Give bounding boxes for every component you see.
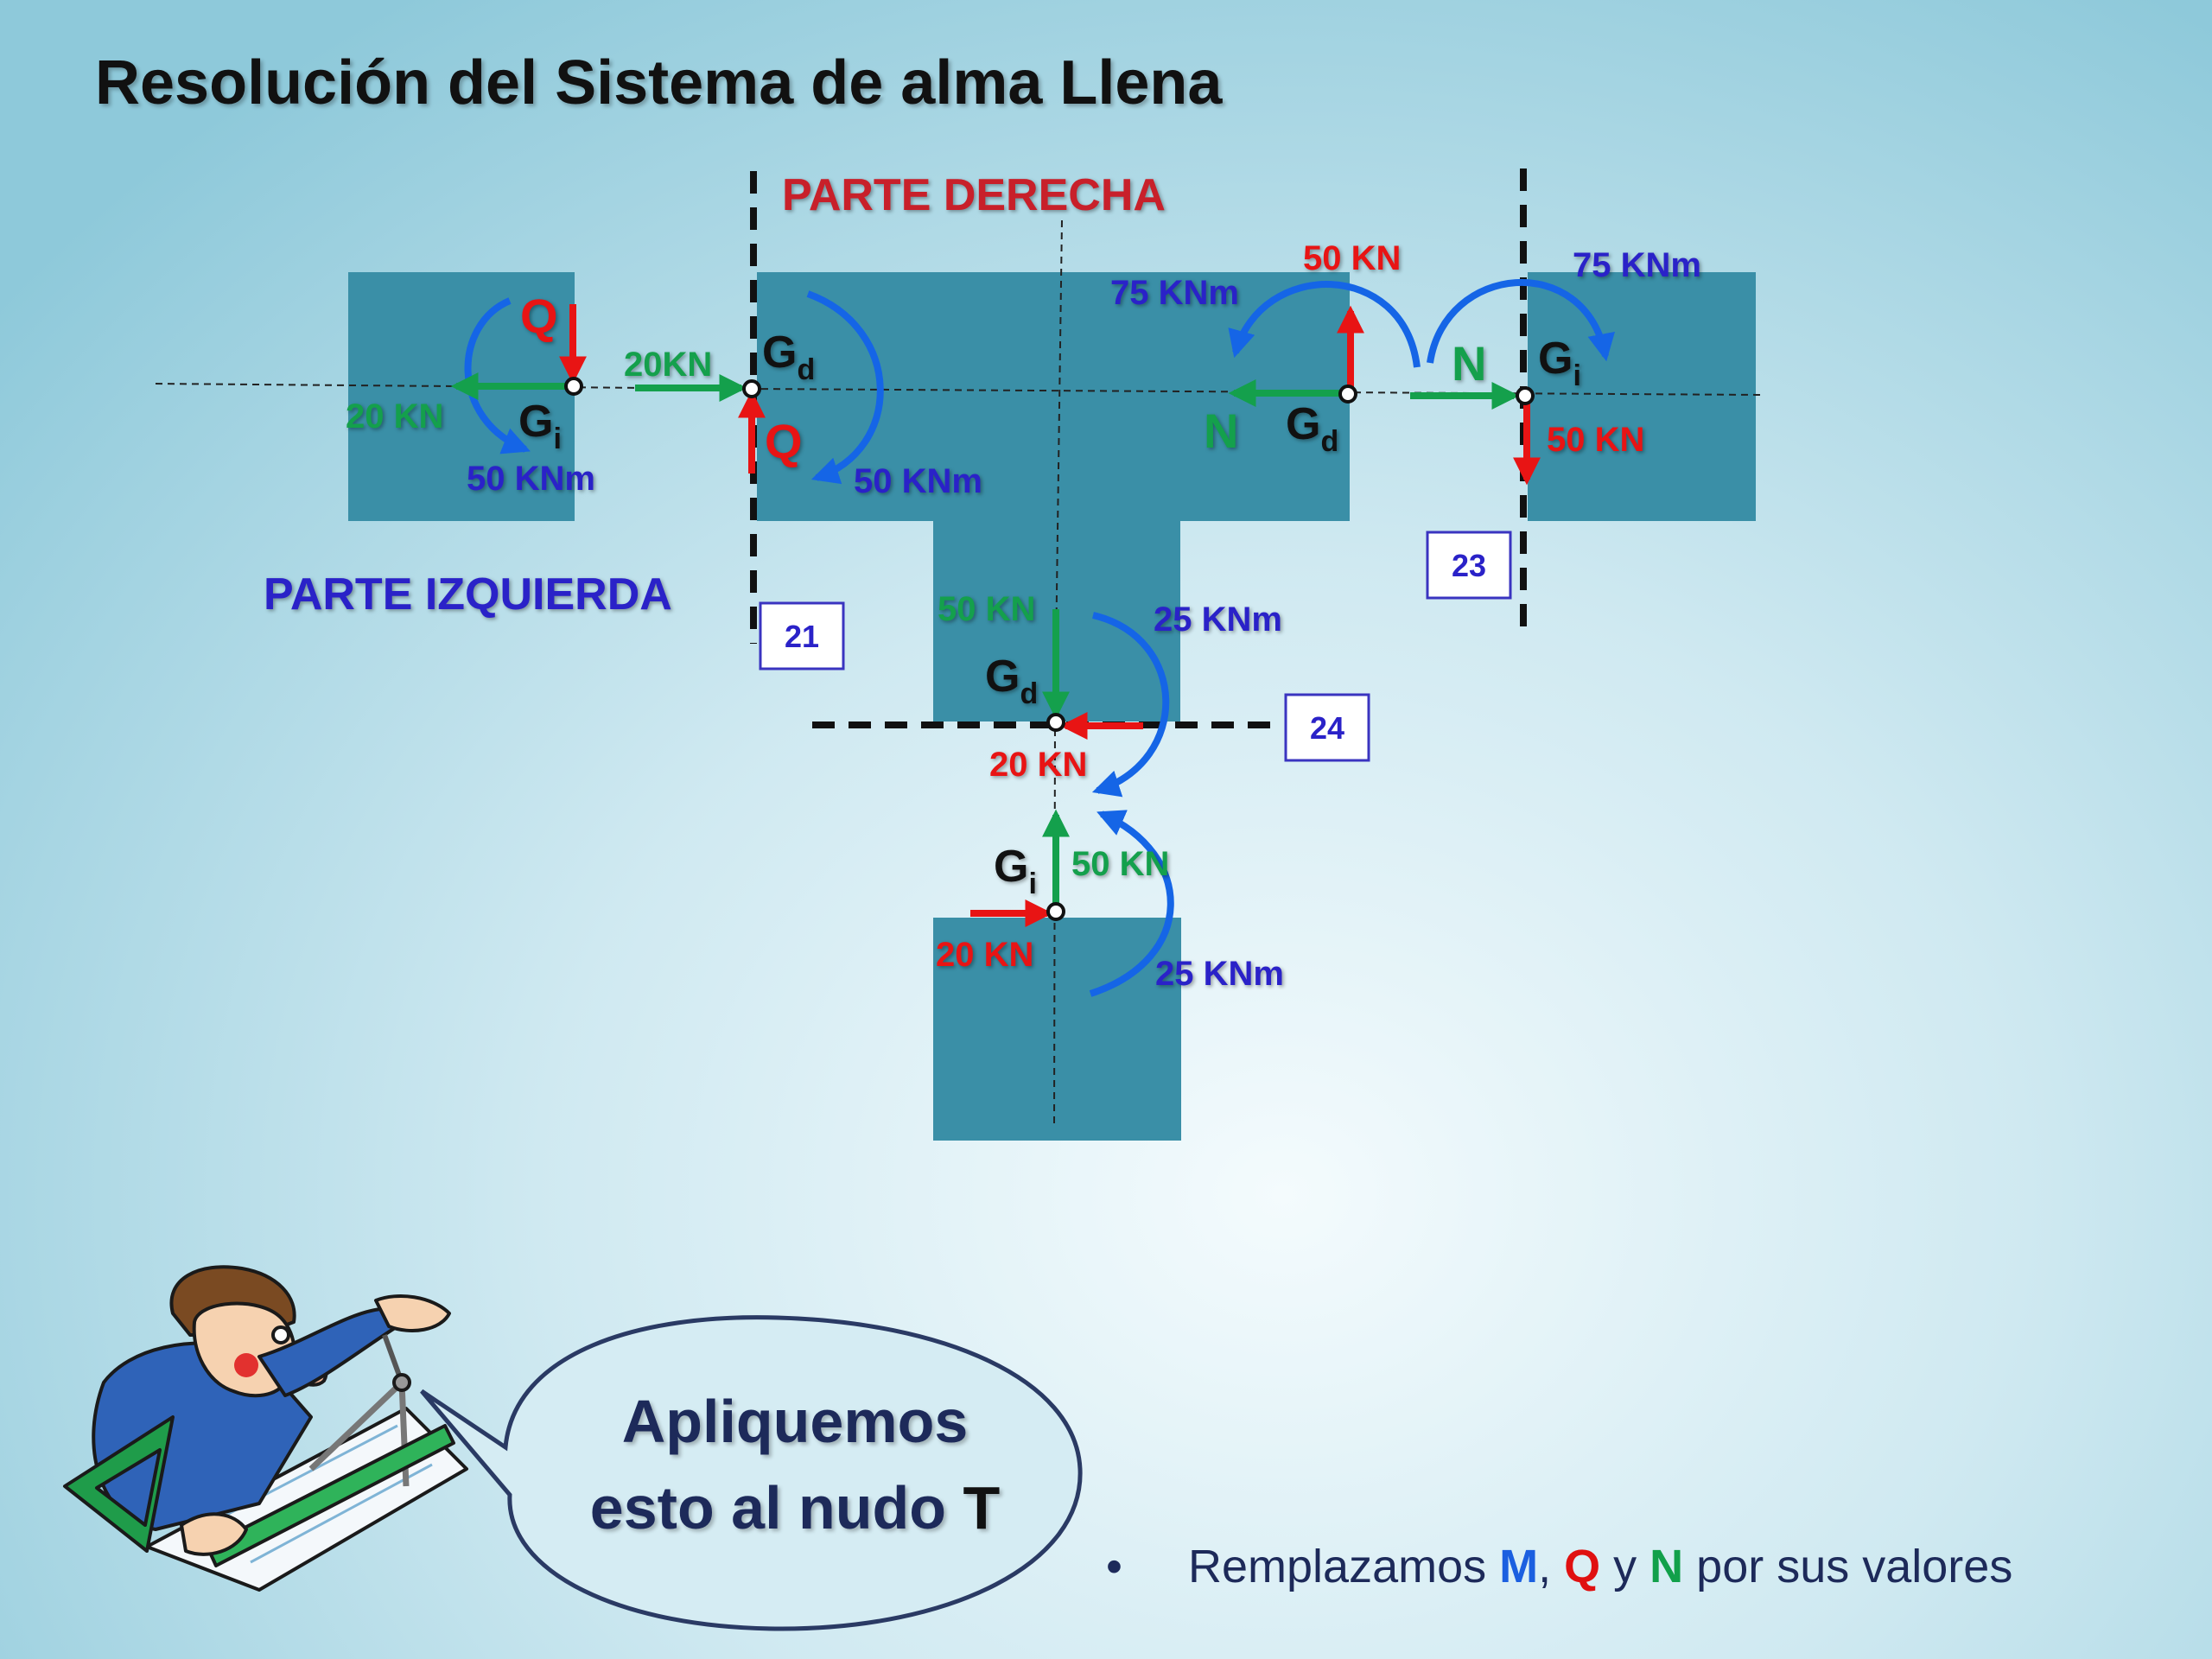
cut23-normal-label: N — [1204, 404, 1238, 458]
cut21-node-gd — [742, 379, 761, 398]
cut21-moment-arc — [806, 290, 884, 485]
engineer-left-hand — [180, 1512, 248, 1556]
topright-shear-value: 50 KN — [1547, 421, 1644, 459]
engineer-cheek — [234, 1353, 258, 1377]
cut21-shear-label: Q — [765, 414, 803, 468]
cut23-moment-arc — [1228, 281, 1421, 368]
right-member — [1528, 272, 1756, 521]
cut24-moment-value: 25 KNm — [1154, 601, 1282, 639]
bottom-member — [933, 918, 1181, 1141]
right-part-bottom-cut-forces: 50 KN 25 KNm 20 KN Gd — [938, 590, 1282, 798]
topright-moment-value: 75 KNm — [1573, 246, 1701, 284]
bullet-q-highlight: Q — [1564, 1541, 1601, 1592]
cut24-node-gd — [1046, 713, 1065, 732]
speech-bubble-line-2-prefix: esto al nudo — [589, 1474, 963, 1541]
green-ruler — [206, 1424, 455, 1567]
bullet-sep-1: , — [1538, 1541, 1565, 1592]
cut23-centroid-label: Gd — [1286, 399, 1338, 458]
right-part-left-cut-forces: 20KN Q 50 KNm Gd — [624, 290, 982, 500]
bullet-item: • Remplazamos M, Q y N por sus valores — [1106, 1540, 2012, 1593]
slide-title: Resolución del Sistema de alma Llena — [95, 48, 1223, 118]
topright-moment-arc — [1427, 278, 1615, 364]
top-right-part-forces: 75 KNm N 50 KN Gi — [1410, 246, 1701, 486]
bottom-normal-value: 50 KN — [1071, 845, 1169, 883]
bottom-shear-value: 20 KN — [936, 936, 1033, 974]
cut23-shear-value: 50 KN — [1303, 239, 1401, 277]
bottom-moment-arc — [1089, 810, 1174, 997]
left-node-gi — [564, 377, 583, 396]
structural-members — [348, 272, 1756, 1141]
left-part-forces: Q 20 KN 50 KNm Gi — [346, 289, 595, 498]
left-shear-label: Q — [520, 289, 558, 343]
section-box-24-label: 24 — [1310, 710, 1344, 746]
left-part-caption: PARTE IZQUIERDA — [264, 569, 672, 620]
speech-bubble-text: Apliquemos esto al nudo T — [536, 1378, 1054, 1551]
bottom-centroid-label: Gi — [994, 842, 1037, 900]
speech-bubble-line-2: esto al nudo T — [536, 1465, 1054, 1551]
right-part-right-cut-forces: 50 KN 75 KNm N Gd — [1110, 239, 1421, 458]
engineer-cartoon-icon — [63, 1265, 468, 1592]
left-centroid-label: Gi — [518, 397, 562, 455]
speech-bubble-emphasis: T — [963, 1474, 1001, 1541]
bullet-n-highlight: N — [1649, 1541, 1684, 1592]
cut23-node-gd — [1338, 385, 1357, 404]
bullet-marker: • — [1106, 1541, 1122, 1592]
topright-node-gi — [1516, 386, 1535, 405]
right-part-caption: PARTE DERECHA — [782, 170, 1166, 220]
bullet-suffix: por sus valores — [1683, 1541, 2013, 1592]
section-box-23 — [1426, 531, 1512, 600]
cut24-centroid-label: Gd — [985, 652, 1038, 710]
speech-bubble — [420, 1315, 1083, 1631]
cut21-centroid-label: Gd — [762, 327, 815, 386]
t-node-member — [757, 272, 1350, 721]
engineer-hand — [374, 1294, 451, 1332]
bottom-part-forces: 50 KN 20 KN 25 KNm Gi — [936, 809, 1284, 997]
cut24-normal-value: 50 KN — [938, 590, 1035, 628]
topright-normal-label: N — [1452, 336, 1486, 391]
engineer-eye — [271, 1325, 290, 1344]
left-moment-value: 50 KNm — [467, 460, 595, 498]
cut24-moment-arc — [1091, 612, 1170, 798]
bullet-sep-2: y — [1600, 1541, 1650, 1592]
topright-centroid-label: Gi — [1538, 334, 1581, 392]
set-square-icon — [63, 1415, 175, 1553]
cut21-normal-value: 20KN — [624, 346, 712, 384]
cut21-moment-value: 50 KNm — [854, 462, 982, 500]
cut24-shear-value: 20 KN — [989, 746, 1087, 784]
section-box-21-label: 21 — [785, 619, 819, 654]
section-boxes: 21 23 24 — [759, 531, 1512, 762]
section-box-24 — [1284, 693, 1370, 762]
section-box-23-label: 23 — [1452, 548, 1486, 583]
speech-bubble-line-1: Apliquemos — [621, 1388, 969, 1455]
left-normal-value: 20 KN — [346, 397, 443, 435]
vertical-axis-bottom — [1053, 716, 1056, 1128]
bottom-node-gi — [1046, 902, 1065, 921]
bullet-prefix: Remplazamos — [1188, 1541, 1500, 1592]
bottom-moment-value: 25 KNm — [1155, 955, 1284, 993]
bullet-m-highlight: M — [1499, 1541, 1539, 1592]
section-box-21 — [759, 601, 845, 671]
cut23-moment-value: 75 KNm — [1110, 274, 1239, 312]
